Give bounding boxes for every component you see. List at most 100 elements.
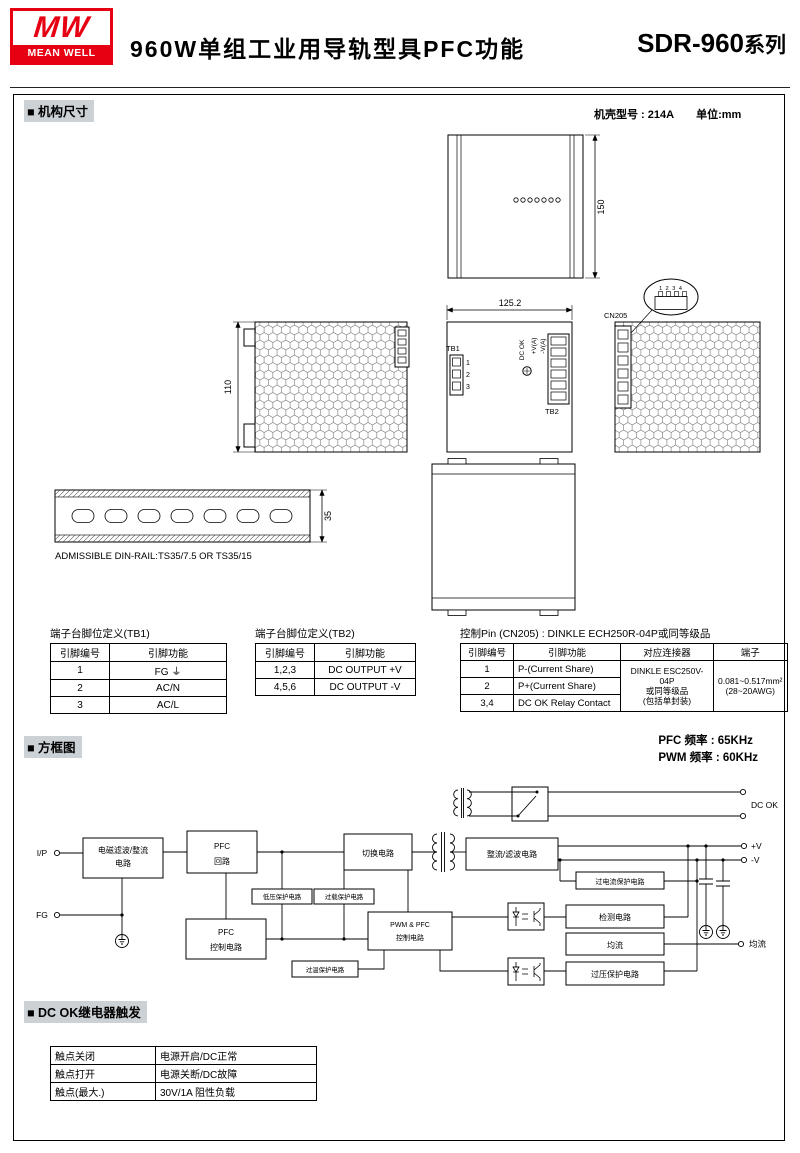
ycap2-earth-icon	[716, 925, 730, 939]
tb1-connector	[449, 354, 464, 396]
series-suffix: 系列	[744, 34, 786, 57]
cn205-table-grid: 引脚编号 引脚功能 对应连接器 端子 1 P-(Current Share) D…	[460, 643, 788, 712]
pfc-loop-label-1: PFC	[214, 842, 230, 851]
table-cell: 触点关闭	[50, 1046, 156, 1065]
pfc-control-box	[185, 918, 267, 960]
led-hole-row	[513, 197, 561, 203]
pfc-control-label-2: 控制电路	[210, 942, 242, 952]
side-profile-drawing	[431, 458, 576, 616]
case-info: 机壳型号 : 214A 单位:mm	[594, 106, 741, 122]
section-title-dcok-relay: ■ DC OK继电器触发	[24, 1001, 147, 1023]
dcok-out-label: DC OK	[751, 800, 778, 810]
tb1-pin3-label: 3	[466, 384, 470, 391]
pfc-loop-label-2: 回路	[214, 856, 230, 866]
logo-brand-text: MEAN WELL	[13, 45, 110, 62]
table-row: 3,4 DC OK Relay Contact	[460, 694, 788, 712]
front-panel-drawing: 125.2 TB1 1 2 3 TB2 DC OK +V(A) -V(A)	[446, 298, 573, 453]
terminal-cell: 0.081~0.517mm² (28~20AWG)	[713, 660, 788, 712]
input-terminal	[53, 849, 61, 857]
connector-cell: DINKLE ESC250V-04P 或同等级品 (包括单封装)	[620, 660, 714, 712]
dcok-terminal-2	[739, 812, 747, 820]
dim-rail-label: 35	[323, 511, 333, 521]
table-row: 3 AC/L	[50, 696, 227, 714]
main-transformer	[432, 832, 455, 872]
lvp-box	[251, 888, 313, 905]
header-cell: 端子	[713, 643, 788, 661]
pwm-label-2: 控制电路	[396, 933, 424, 942]
din-rail-drawing: 35	[54, 489, 333, 543]
fg-label: FG	[36, 910, 48, 920]
table-cell: 触点(最大.)	[50, 1082, 156, 1101]
dcok-relay-table: 触点关闭 电源开启/DC正常 触点打开 电源关断/DC故障 触点(最大.) 30…	[50, 1046, 317, 1101]
table-row: 2 P+(Current Share)	[460, 677, 788, 695]
tb2-table-title: 端子台脚位定义(TB2)	[255, 628, 355, 640]
table-cell: 1	[50, 661, 110, 680]
share-label: 均流	[607, 940, 623, 950]
header-cell: 对应连接器	[620, 643, 714, 661]
table-row: 1,2,3 DC OUTPUT +V	[255, 661, 416, 679]
table-row: 触点关闭 电源开启/DC正常	[50, 1046, 317, 1065]
case-model: 机壳型号 : 214A	[594, 109, 675, 121]
table-cell: 1,2,3	[255, 661, 315, 679]
dim-width-label: 125.2	[499, 298, 522, 308]
din-clip-bottom	[243, 423, 256, 448]
table-header-row: 引脚编号 引脚功能	[50, 643, 227, 662]
table-cell: 3,4	[460, 694, 514, 712]
cn205-callout	[643, 278, 699, 316]
aux-transformer	[453, 788, 472, 818]
ip-label: I/P	[37, 848, 48, 858]
table-cell: 2	[460, 677, 514, 695]
table-cell: 触点打开	[50, 1064, 156, 1083]
header-cell: 引脚编号	[50, 643, 110, 662]
meanwell-logo: MW MEAN WELL	[10, 8, 113, 65]
rectifier-box	[465, 837, 559, 871]
switching-label: 切换电路	[362, 848, 394, 858]
ocp-label: 过电流保护电路	[596, 877, 645, 886]
pfc-frequency: PFC 频率 : 65KHz	[658, 735, 753, 747]
header-cell: 引脚编号	[460, 643, 514, 661]
cn205-pin-numbers: 1 2 3 4	[659, 286, 683, 292]
table-cell: 3	[50, 696, 110, 714]
left-side-view-drawing: 110	[223, 321, 410, 453]
vminus-terminal	[740, 856, 748, 864]
cn205-table-title: 控制Pin (CN205) : DINKLE ECH250R-04P或同等级品	[460, 628, 711, 640]
vminus-out-label: -V	[751, 855, 760, 865]
table-cell: FG ⏚	[109, 661, 227, 680]
table-row: 4,5,6 DC OUTPUT -V	[255, 678, 416, 696]
header-cell: 引脚功能	[513, 643, 621, 661]
table-cell: DC OUTPUT -V	[314, 678, 416, 696]
table-cell: 1	[460, 660, 514, 678]
table-header-row: 引脚编号 引脚功能	[255, 643, 416, 662]
table-cell: P-(Current Share)	[513, 660, 621, 678]
tb2-pin-table: 端子台脚位定义(TB2) 引脚编号 引脚功能 1,2,3 DC OUTPUT +…	[255, 626, 416, 696]
dcok-relay-box	[511, 786, 549, 822]
vplus-out-label: +V	[751, 841, 762, 851]
otp-box	[291, 960, 359, 978]
optocoupler-1	[507, 902, 545, 931]
dcok-terminal-1	[739, 788, 747, 796]
table-cell: 2	[50, 679, 110, 697]
table-row: 触点(最大.) 30V/1A 阻性负载	[50, 1082, 317, 1101]
emi-label-1: 电磁滤波/整流	[98, 845, 148, 855]
tb2-connector	[547, 333, 570, 405]
table-cell: DC OK Relay Contact	[513, 694, 621, 712]
cn205-label: CN205	[604, 311, 627, 320]
ovp-box	[565, 961, 665, 986]
lvp-label: 低压保护电路	[263, 892, 302, 901]
ocp-box	[575, 871, 665, 890]
tb1-label: TB1	[446, 344, 460, 353]
emi-label-2: 电路	[115, 858, 131, 868]
section-title-mechanical: ■ 机构尺寸	[24, 100, 95, 122]
rectifier-label: 整流/滤波电路	[487, 849, 537, 859]
din-rail-note: ADMISSIBLE DIN-RAIL:TS35/7.5 OR TS35/15	[55, 551, 252, 562]
fg-earth-icon	[115, 934, 129, 948]
unit-label: 单位:mm	[696, 109, 742, 121]
dim-height-label: 150	[596, 199, 606, 214]
tb1-pin-table: 端子台脚位定义(TB1) 引脚编号 引脚功能 1 FG ⏚ 2 AC/N 3 A…	[50, 626, 227, 714]
share-out-label: 均流	[749, 939, 767, 949]
table-cell: 30V/1A 阻性负载	[155, 1082, 317, 1101]
header-cell: 引脚功能	[314, 643, 416, 662]
table-row: 触点打开 电源关断/DC故障	[50, 1064, 317, 1083]
